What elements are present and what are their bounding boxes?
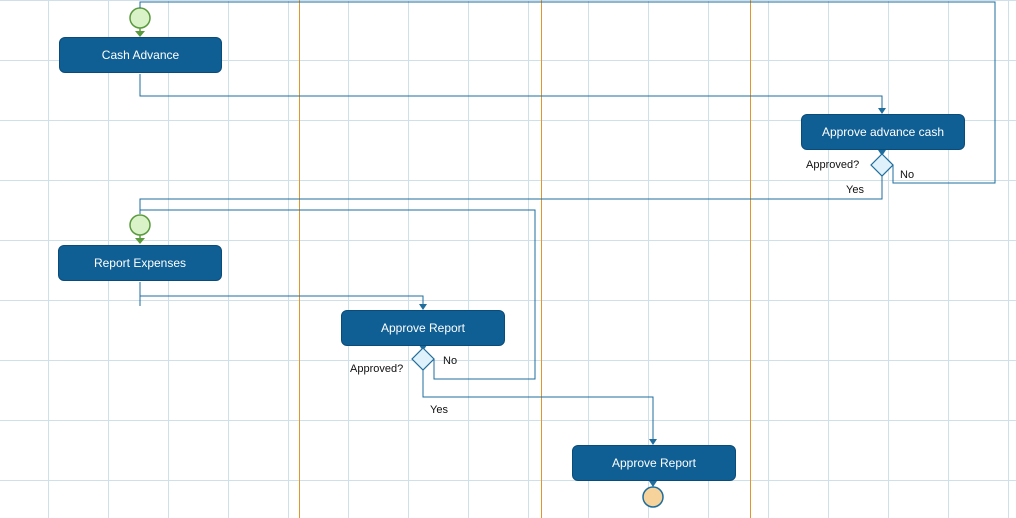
- decision-diamond[interactable]: [870, 153, 894, 177]
- arrow-icon: [135, 238, 145, 244]
- connector[interactable]: [139, 1, 996, 184]
- activity-label: Approve advance cash: [821, 125, 945, 139]
- decision-label: Approved?: [806, 159, 860, 171]
- connector[interactable]: [139, 74, 883, 110]
- connector[interactable]: [139, 176, 883, 214]
- start-node[interactable]: [129, 7, 151, 29]
- activity-label: Approve Report: [380, 321, 466, 335]
- decision-label: Approved?: [350, 363, 404, 375]
- activity-label: Approve Report: [611, 456, 697, 470]
- decision-diamond[interactable]: [411, 347, 435, 371]
- branch-label-yes: Yes: [846, 184, 864, 196]
- activity-report-expenses[interactable]: Report Expenses: [58, 245, 222, 281]
- swimlane-divider: [541, 0, 542, 518]
- swimlane-divider: [299, 0, 300, 518]
- swimlane-divider: [750, 0, 751, 518]
- merge-node[interactable]: [129, 214, 151, 236]
- end-node[interactable]: [642, 486, 664, 508]
- activity-cash-advance[interactable]: Cash Advance: [59, 37, 222, 73]
- activity-approve-report-final[interactable]: Approve Report: [572, 445, 736, 481]
- activity-approve-advance-cash[interactable]: Approve advance cash: [801, 114, 965, 150]
- connector[interactable]: [422, 370, 654, 440]
- branch-label-no: No: [900, 169, 915, 181]
- activity-label: Report Expenses: [93, 256, 187, 270]
- activity-label: Cash Advance: [101, 48, 180, 62]
- branch-label-yes: Yes: [430, 404, 448, 416]
- connector[interactable]: [140, 295, 424, 305]
- arrow-icon: [135, 31, 145, 37]
- branch-label-no: No: [443, 355, 458, 367]
- activity-approve-report[interactable]: Approve Report: [341, 310, 505, 346]
- connector[interactable]: [140, 209, 536, 380]
